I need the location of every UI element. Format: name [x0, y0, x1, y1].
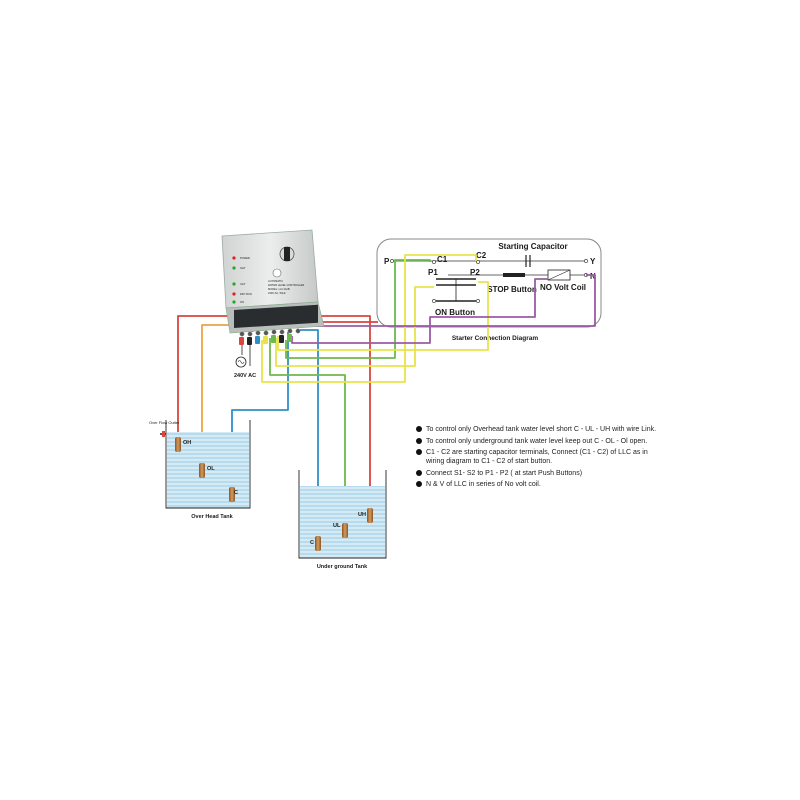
probe-ul-label: UL [333, 523, 341, 529]
instruction-item: To control only Overhead tank water leve… [416, 425, 666, 434]
p2-label: P2 [470, 268, 480, 277]
instruction-item: N & V of LLC in series of No volt coil. [416, 480, 666, 489]
instruction-text: To control only underground tank water l… [426, 437, 648, 445]
probe-c-ugt-label: C [310, 540, 314, 546]
level-controller: POWER OHT UGT DRY RUN ON AUTOMATIC WATER… [221, 229, 325, 345]
oht-led-icon [232, 266, 236, 270]
instruction-item: C1 - C2 are starting capacitor terminals… [416, 448, 666, 466]
led-label-ugt: UGT [240, 282, 246, 286]
probe-ul [342, 523, 348, 538]
starter-diagram-title: Starter Connection Diagram [452, 335, 539, 342]
knob-handle-icon [284, 247, 290, 261]
controller-text-4: 230V AC, 50Hz [268, 291, 286, 295]
led-label-dry-run: DRY RUN [240, 292, 252, 296]
instruction-text: C1 - C2 are starting capacitor terminals… [426, 449, 648, 465]
brand-logo-icon [272, 268, 282, 278]
instruction-text: N & V of LLC in series of No volt coil. [426, 481, 541, 488]
led-label-oht: OHT [240, 266, 246, 270]
capacitor-label: Starting Capacitor [498, 242, 567, 251]
led-label-on: ON [240, 300, 244, 304]
no-volt-coil-symbol [547, 269, 571, 281]
instruction-item: To control only underground tank water l… [416, 437, 666, 446]
controller-text-1: AUTOMATIC [268, 279, 283, 283]
bullet-icon [416, 481, 422, 487]
ugt-led-icon [232, 282, 236, 286]
terminal-p-label: P [384, 257, 390, 266]
on-button-label: ON Button [435, 308, 475, 317]
p1-label: P1 [428, 268, 438, 277]
probe-oh [175, 437, 181, 452]
probe-ol [199, 463, 205, 478]
c2-label: C2 [476, 251, 487, 260]
stop-button-label: STOP Button [487, 285, 537, 294]
instruction-text: To control only Overhead tank water leve… [426, 426, 657, 433]
overflow-label: Over Flow Outlet [149, 420, 180, 425]
bullet-icon [416, 437, 422, 444]
underground-probes [315, 508, 373, 551]
led-label-power: POWER [240, 256, 250, 260]
terminal-block [239, 328, 301, 337]
terminal-y-label: Y [590, 257, 596, 266]
instruction-item: Connect S1- S2 to P1 - P2 ( at start Pus… [416, 469, 666, 478]
terminal-n-label: N [590, 272, 596, 281]
instructions-list: To control only Overhead tank water leve… [416, 425, 666, 492]
c1-label: C1 [437, 255, 448, 264]
overhead-tank-title: Over Head Tank [191, 514, 233, 520]
overflow-outlet-icon [162, 431, 165, 437]
underground-tank [298, 470, 387, 559]
probe-c-oht-label: C [234, 490, 238, 496]
bullet-icon [416, 449, 422, 455]
capacitor-symbol [525, 255, 531, 267]
probe-uh-label: UH [358, 512, 366, 518]
starter-connection-box: P Y N C1 C2 P1 P2 Starting Capacitor ON … [376, 238, 602, 328]
instruction-text: Connect S1- S2 to P1 - P2 ( at start Pus… [426, 469, 583, 477]
on-led-icon [232, 300, 236, 304]
overhead-probes [175, 437, 235, 502]
probe-c-ugt [315, 536, 321, 551]
probe-oh-label: OH [183, 440, 191, 446]
probe-ol-label: OL [207, 466, 215, 472]
ac-supply: 240V AC [234, 345, 256, 379]
controller-text-2: WATER LEVEL CONTROLLER [268, 283, 304, 287]
power-led-icon [232, 256, 236, 260]
status-led-group [232, 256, 236, 304]
controller-text-3: MODEL: LLC-DAB [268, 287, 290, 291]
bullet-icon [416, 469, 422, 476]
underground-tank-title: Under ground Tank [317, 564, 368, 570]
dry-run-led-icon [232, 292, 236, 296]
on-button-symbol [432, 260, 480, 303]
probe-uh [367, 508, 373, 523]
supply-label: 240V AC [234, 373, 256, 379]
coil-label: NO Volt Coil [540, 283, 586, 292]
bullet-icon [416, 426, 422, 432]
stop-button-symbol [503, 273, 525, 277]
cable-lugs [239, 334, 292, 345]
probe-c-oht [229, 487, 235, 502]
